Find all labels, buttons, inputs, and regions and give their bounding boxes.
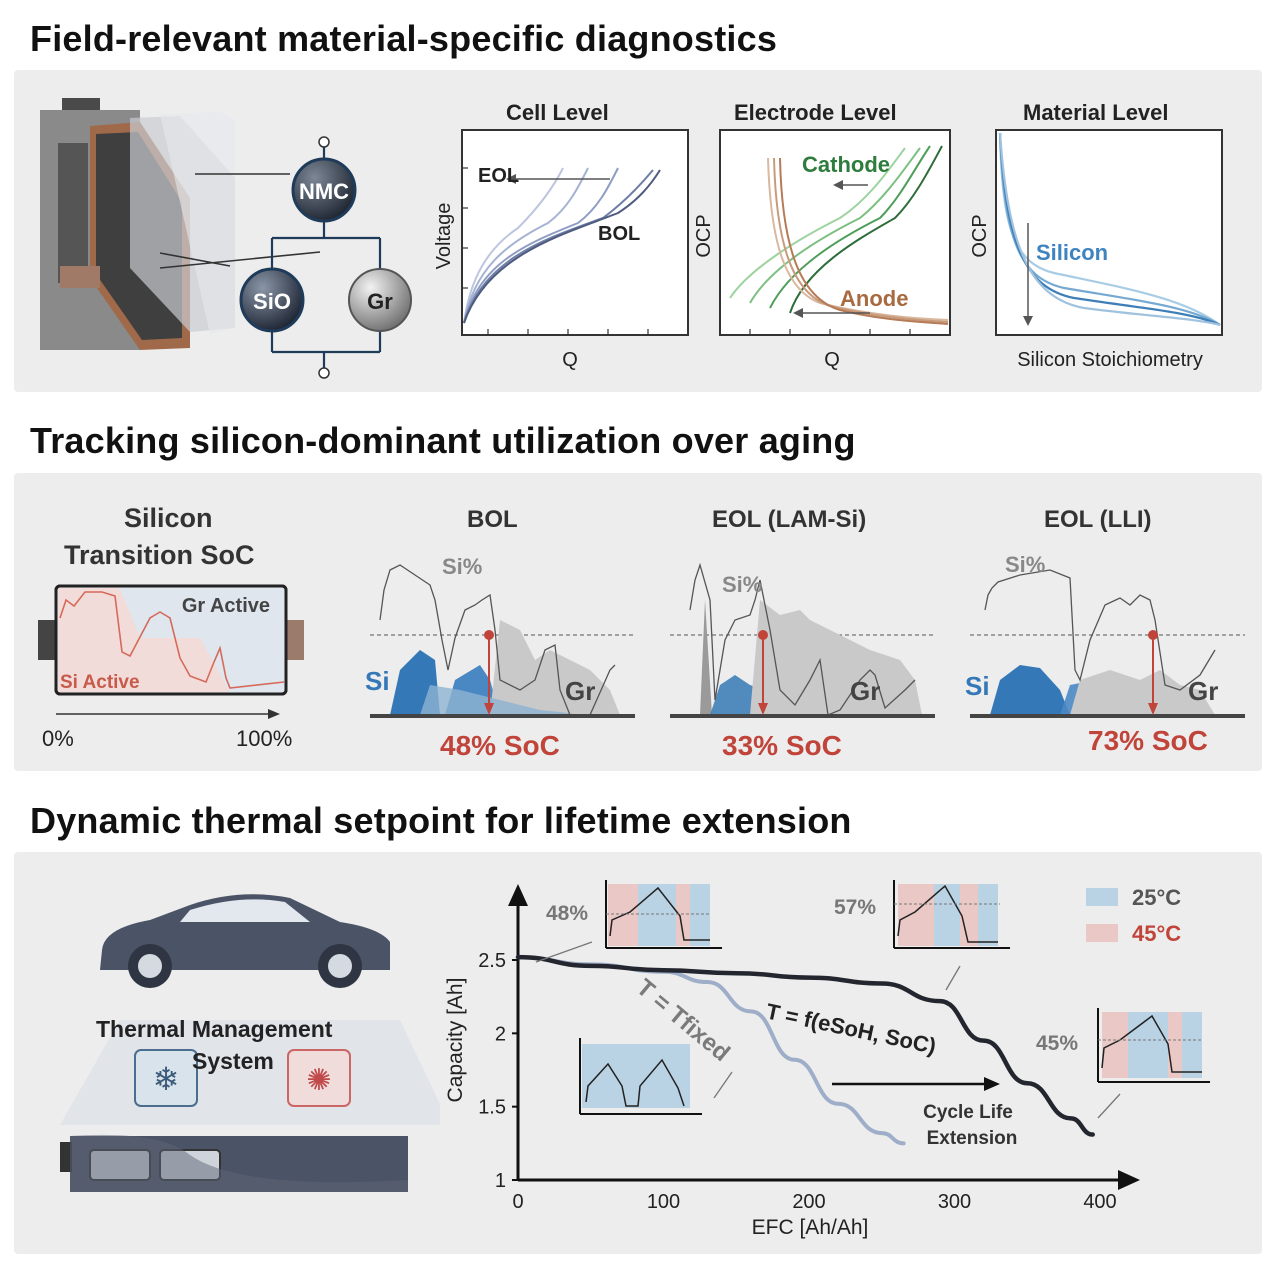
t-dynamic-label: T = f(eSoH, SoC) xyxy=(764,998,938,1058)
util-soc-bol: 48% SoC xyxy=(440,730,560,761)
transition-title-2: Transition SoC xyxy=(64,540,255,570)
cell-ylabel: Voltage xyxy=(433,203,455,270)
snowflake-icon: ❄ xyxy=(134,1049,198,1107)
util-title-lam: EOL (LAM-Si) xyxy=(712,506,867,533)
anode-label: Anode xyxy=(840,286,908,311)
util-soc-lam: 33% SoC xyxy=(722,730,842,761)
inset-48-label: 48% xyxy=(546,902,588,925)
cell-level-title: Cell Level xyxy=(506,100,609,125)
util-soc-lli: 73% SoC xyxy=(1088,725,1208,756)
util-sipct-lli: Si% xyxy=(1005,552,1045,577)
cycle-life-2: Extension xyxy=(927,1128,1018,1149)
material-xlabel: Silicon Stoichiometry xyxy=(1017,349,1203,371)
transition-battery: Gr Active Si Active 0% 100% xyxy=(38,584,304,751)
x-tick-label: 0 xyxy=(512,1191,523,1213)
x-tick-label: 100 xyxy=(647,1191,680,1213)
car-icon xyxy=(100,894,390,970)
svg-text:✺: ✺ xyxy=(306,1064,331,1097)
svg-text:❄: ❄ xyxy=(153,1061,180,1097)
electrode-xlabel: Q xyxy=(824,349,840,371)
cell-diagram: NMC SiO Gr xyxy=(40,98,412,379)
section-title-diagnostics: Field-relevant material-specific diagnos… xyxy=(30,18,778,59)
section-title-thermal: Dynamic thermal setpoint for lifetime ex… xyxy=(30,800,852,841)
electrode-ylabel: OCP xyxy=(693,214,715,257)
sio-particle xyxy=(239,267,305,333)
legend-45: 45°C xyxy=(1132,921,1181,946)
cell-bol-label: BOL xyxy=(598,223,640,245)
transition-title-1: Silicon xyxy=(124,503,213,533)
x-tick-label: 400 xyxy=(1083,1191,1116,1213)
axis-start-label: 0% xyxy=(42,726,74,751)
cell-level-plot: EOL BOL Q Voltage xyxy=(433,129,689,371)
silicon-label: Silicon xyxy=(1036,240,1108,265)
inset-45-label: 45% xyxy=(1036,1032,1078,1055)
util-plot-lli: Si% Si Gr 73% SoC xyxy=(965,552,1245,756)
chart-xlabel: EFC [Ah/Ah] xyxy=(752,1216,869,1239)
inset-57: 57% xyxy=(834,880,1010,991)
util-si-bol: Si xyxy=(365,666,390,696)
y-tick-label: 2 xyxy=(495,1023,506,1045)
material-level-title: Material Level xyxy=(1023,100,1169,125)
inset-57-label: 57% xyxy=(834,896,876,919)
chart-ylabel: Capacity [Ah] xyxy=(444,978,467,1103)
util-gr-lli: Gr xyxy=(1188,676,1218,706)
inset-48: 48% xyxy=(535,880,722,963)
heater-icon: ✺ xyxy=(287,1049,351,1107)
electrode-level-plot: Cathode Anode Q OCP xyxy=(693,129,951,371)
nmc-label: NMC xyxy=(299,179,349,204)
legend-swatch-45 xyxy=(1086,924,1118,942)
legend-25: 25°C xyxy=(1132,885,1181,910)
tms-label-2: System xyxy=(192,1048,274,1074)
util-plot-bol: Si% Si Gr 48% SoC xyxy=(365,554,635,761)
cycle-life-1: Cycle Life xyxy=(923,1102,1013,1123)
axis-end-label: 100% xyxy=(236,726,292,751)
capacity-chart: 0 100 200 300 400 1 1.5 2 2.5 Capacity [Ah] EFC … xyxy=(444,880,1210,1239)
tms-label-1: Thermal Management xyxy=(96,1016,333,1042)
y-tick-label: 2.5 xyxy=(478,950,506,972)
util-title-lli: EOL (LLI) xyxy=(1044,506,1152,533)
cell-layer-film xyxy=(160,112,235,334)
util-gr-lam: Gr xyxy=(850,676,880,706)
x-tick-label: 200 xyxy=(792,1191,825,1213)
util-sipct-bol: Si% xyxy=(442,554,482,579)
gr-particle xyxy=(348,268,412,332)
section-title-tracking: Tracking silicon-dominant utilization ov… xyxy=(30,420,856,461)
material-level-plot: Silicon Silicon Stoichiometry OCP xyxy=(969,129,1223,371)
x-tick-label: 300 xyxy=(938,1191,971,1213)
gr-label: Gr xyxy=(367,289,393,314)
sio-label: SiO xyxy=(253,289,291,314)
util-si-lli: Si xyxy=(965,671,990,701)
nmc-particle xyxy=(291,157,357,223)
y-tick-label: 1.5 xyxy=(478,1097,506,1119)
y-tick-label: 1 xyxy=(495,1170,506,1192)
util-title-bol: BOL xyxy=(467,506,518,533)
util-plot-lam: Si% Gr 33% SoC xyxy=(670,562,935,761)
legend-swatch-25 xyxy=(1086,888,1118,906)
cell-xlabel: Q xyxy=(562,349,578,371)
inset-45: 45% xyxy=(1036,1008,1210,1119)
cell-tab-bottom xyxy=(60,266,100,288)
cell-layer-dark xyxy=(58,143,88,283)
car-tms-illustration: ❄ ✺ xyxy=(60,894,440,1192)
series-line-1 xyxy=(515,954,1095,1137)
si-active-label: Si Active xyxy=(60,672,140,693)
material-ylabel: OCP xyxy=(969,214,991,257)
gr-active-label: Gr Active xyxy=(182,595,270,617)
util-gr-bol: Gr xyxy=(565,676,595,706)
cell-eol-label: EOL xyxy=(478,165,519,187)
electrode-level-title: Electrode Level xyxy=(734,100,897,125)
cathode-label: Cathode xyxy=(802,152,890,177)
util-sipct-lam: Si% xyxy=(722,572,762,597)
inset-fixed xyxy=(579,1038,733,1115)
